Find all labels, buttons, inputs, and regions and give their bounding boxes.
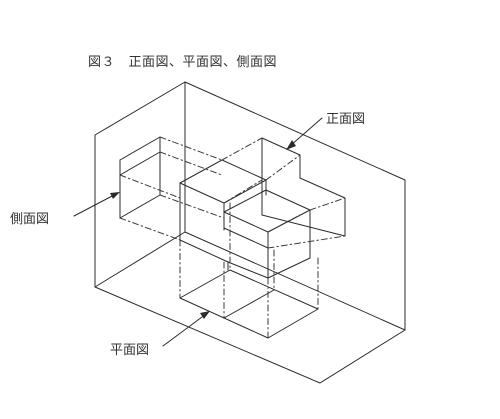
plan-view-projection (179, 269, 319, 339)
figure-caption: 図３ 正面図、平面図、側面図 (88, 55, 278, 70)
plan-view-label: 平面図 (110, 343, 150, 358)
projection-lines (119, 136, 346, 339)
side-label-leader (73, 192, 120, 217)
plan-plane-outline (94, 286, 406, 384)
front-label-leader (286, 117, 323, 150)
front-plane-outline (184, 81, 406, 331)
front-view-projection (261, 137, 346, 237)
side-view-label: 側面図 (10, 212, 50, 227)
side-plane-outline (94, 81, 186, 288)
solid-object (179, 159, 311, 279)
plan-label-leader (162, 311, 210, 347)
side-view-projection (119, 136, 161, 219)
front-view-label: 正面図 (326, 112, 366, 127)
